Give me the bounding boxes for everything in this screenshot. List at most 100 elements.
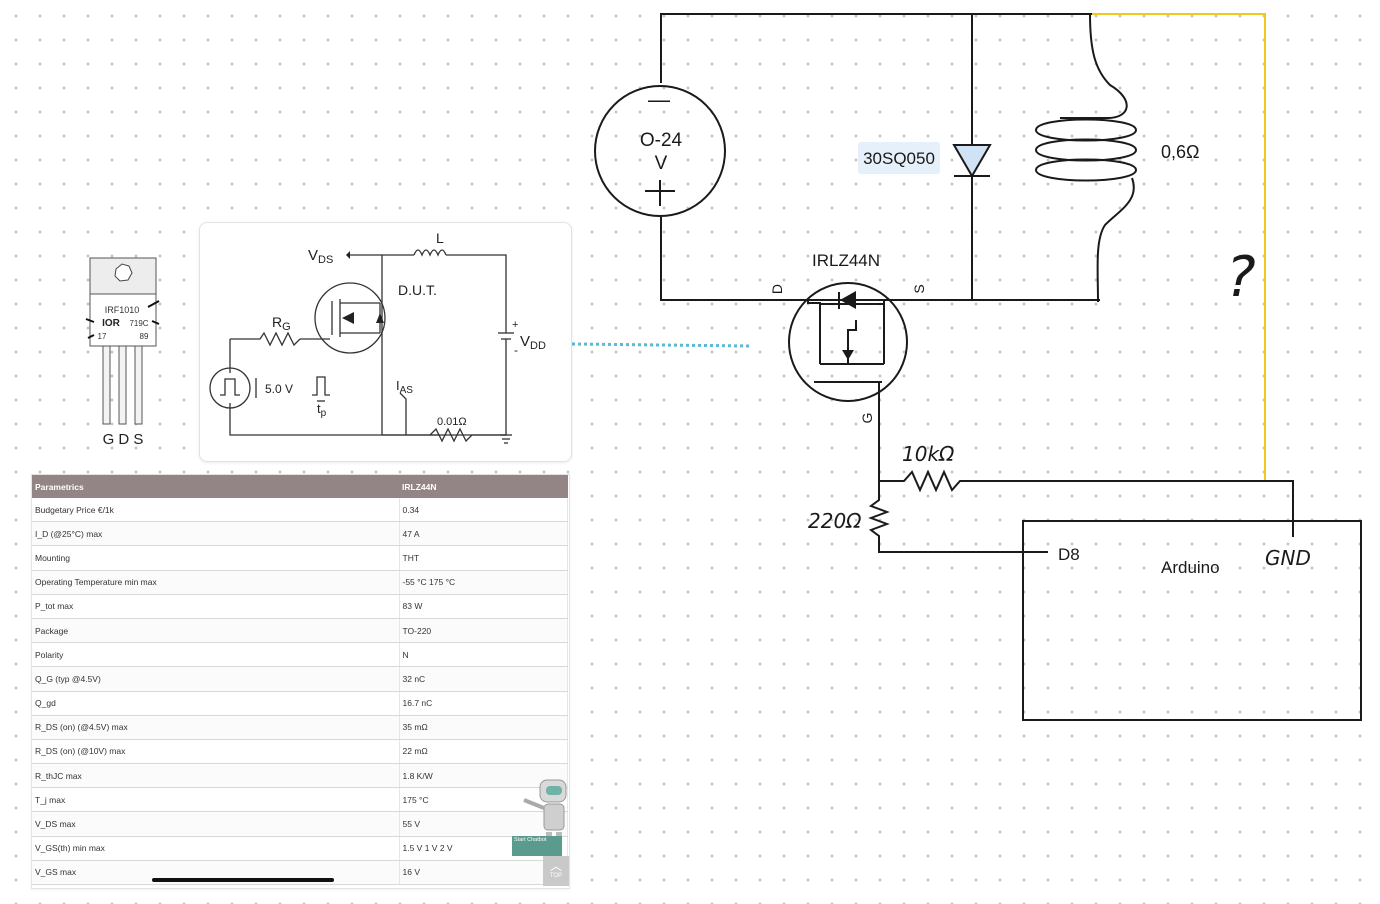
param-cell: Package bbox=[32, 618, 400, 644]
table-row: Q_G (typ @4.5V)32 nC bbox=[32, 666, 568, 692]
value-cell: THT bbox=[399, 545, 568, 571]
mosfet-arrow bbox=[842, 350, 854, 360]
chatbot-label[interactable]: Start Chatbot bbox=[512, 836, 562, 856]
ref-pulse-voltage: 5.0 V bbox=[265, 382, 293, 396]
package-body bbox=[89, 293, 157, 347]
parametrics-table: Parametrics IRLZ44N Budgetary Price €/1k… bbox=[32, 475, 568, 886]
mosfet-body-diode bbox=[840, 291, 856, 309]
ref-vds-label: VDS bbox=[308, 247, 333, 266]
value-cell: 32 nC bbox=[399, 666, 568, 692]
ref-vdd-label: VDD bbox=[520, 333, 546, 352]
package-part-marking: IRF1010 bbox=[105, 305, 140, 315]
package-leader-1 bbox=[147, 300, 160, 308]
mosfet-arrow-lead bbox=[847, 320, 857, 364]
source-minus-sign: — bbox=[648, 87, 670, 112]
resistor-10k-label: 10kΩ bbox=[902, 442, 955, 466]
resistor-220-label: 220Ω bbox=[808, 509, 862, 533]
param-cell: Q_G (typ @4.5V) bbox=[32, 666, 400, 692]
pin-g-label: G bbox=[859, 413, 875, 424]
value-cell: 83 W bbox=[399, 594, 568, 619]
chevron-up-icon: ︿ bbox=[549, 859, 562, 873]
param-cell: Polarity bbox=[32, 642, 400, 668]
coil-symbol bbox=[1034, 13, 1138, 303]
reference-schematic: VDS L D.U.T. RG + - VDD 5.0 V IAS tp 0.0… bbox=[209, 230, 546, 444]
drain-wire bbox=[660, 217, 1100, 301]
package-lead-g bbox=[102, 345, 111, 425]
value-cell: N bbox=[399, 642, 568, 668]
arduino-board bbox=[1022, 520, 1362, 721]
voltage-source-symbol bbox=[594, 85, 726, 217]
value-cell: 0.34 bbox=[399, 498, 568, 523]
param-cell: R_thJC max bbox=[32, 763, 400, 789]
mosfet-drain-lead bbox=[807, 300, 821, 364]
horizontal-scrollbar[interactable] bbox=[152, 878, 334, 882]
resistor-220 bbox=[868, 481, 1048, 553]
value-cell: 16.7 nC bbox=[399, 691, 568, 716]
ref-dut-label: D.U.T. bbox=[398, 282, 437, 298]
value-cell: 1.8 K/W bbox=[399, 763, 568, 789]
scroll-top-button[interactable]: ︿ TOP bbox=[543, 856, 569, 886]
chatbot-robot-icon[interactable] bbox=[510, 776, 570, 854]
package-logo: IOR bbox=[102, 318, 121, 329]
package-leader-4 bbox=[87, 334, 95, 339]
value-cell: -55 °C 175 °C bbox=[399, 570, 568, 595]
value-cell: 16 V bbox=[399, 860, 568, 886]
pin-s-label: S bbox=[911, 284, 927, 293]
package-code2-right: 89 bbox=[140, 332, 149, 341]
to220-package-image: IRF1010 IOR 719C 17 89 G D S bbox=[85, 257, 160, 448]
question-mark: ? bbox=[1226, 245, 1256, 310]
source-label-line2: V bbox=[655, 153, 668, 174]
header-part: IRLZ44N bbox=[399, 475, 568, 498]
top-wire bbox=[660, 13, 1098, 83]
ref-vdd-plus: + bbox=[512, 319, 518, 331]
param-cell: Mounting bbox=[32, 545, 400, 571]
ref-tp-label: tp bbox=[317, 401, 327, 419]
diode-label: 30SQ050 bbox=[863, 149, 935, 168]
param-cell: V_GS(th) min max bbox=[32, 836, 400, 861]
ref-ias-label: IAS bbox=[396, 378, 413, 396]
arduino-gnd-label: GND bbox=[1265, 546, 1311, 570]
arduino-d8-label: D8 bbox=[1058, 545, 1080, 564]
param-cell: R_DS (on) (@10V) max bbox=[32, 739, 400, 765]
param-cell: P_tot max bbox=[32, 594, 400, 619]
value-cell: 55 V bbox=[399, 811, 568, 837]
arduino-label: Arduino bbox=[1161, 558, 1220, 577]
diode-label-highlight bbox=[858, 142, 940, 174]
header-parametrics: Parametrics bbox=[32, 475, 399, 498]
package-pin-labels: G D S bbox=[103, 431, 144, 448]
value-cell: 47 A bbox=[399, 521, 568, 547]
diode-symbol bbox=[952, 144, 992, 178]
package-code: 719C bbox=[129, 319, 148, 328]
pin-d-label: D bbox=[769, 284, 785, 294]
package-leader-3 bbox=[85, 318, 95, 323]
datasheet-table-panel[interactable]: Parametrics IRLZ44N Budgetary Price €/1k… bbox=[31, 474, 570, 889]
package-lead-s bbox=[134, 345, 143, 425]
source-label-line1: O-24 bbox=[640, 130, 683, 151]
param-cell: T_j max bbox=[32, 787, 400, 813]
param-cell: Operating Temperature min max bbox=[32, 570, 400, 595]
package-leader-2 bbox=[151, 320, 160, 325]
package-lead-d bbox=[118, 345, 127, 425]
value-cell: TO-220 bbox=[399, 618, 568, 644]
param-cell: Budgetary Price €/1k bbox=[32, 498, 400, 523]
param-cell: I_D (@25°C) max bbox=[32, 521, 400, 547]
table-row: Operating Temperature min max-55 °C 175 … bbox=[32, 570, 568, 595]
package-code2-left: 17 bbox=[98, 332, 107, 341]
mosfet-symbol bbox=[788, 282, 908, 402]
resistor-10k bbox=[879, 469, 1294, 537]
dotted-link bbox=[571, 342, 751, 348]
mosfet-label: IRLZ44N bbox=[812, 251, 880, 270]
yellow-gnd-wire bbox=[1092, 13, 1266, 480]
ref-inductor-label: L bbox=[436, 230, 444, 246]
